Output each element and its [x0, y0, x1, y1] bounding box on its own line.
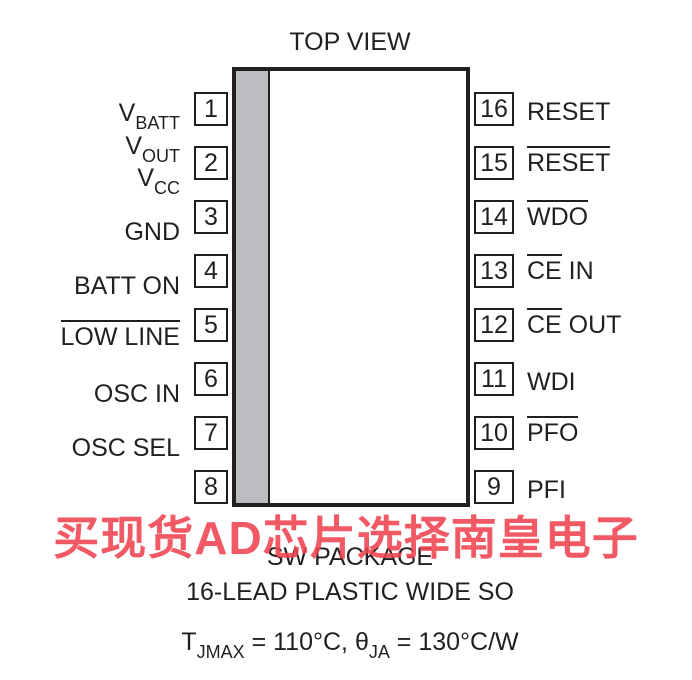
- pin-2-label-vcc: VCC: [137, 164, 180, 198]
- pin-16-label: RESET: [527, 98, 611, 126]
- pin-14-label: WDO: [527, 200, 589, 231]
- pin-6-box: 6: [194, 362, 228, 396]
- pin-2-box: 2: [194, 146, 228, 180]
- pin-15-box: 15: [474, 146, 514, 180]
- diagram-title: TOP VIEW: [289, 28, 411, 56]
- pin-9-label: PFI: [527, 476, 566, 504]
- pin-12-label: CE OUT: [527, 308, 621, 339]
- pin-1-box: 1: [194, 92, 228, 126]
- package-name: SW PACKAGE: [266, 543, 434, 571]
- pin-4-box: 4: [194, 254, 228, 288]
- package-description: 16-LEAD PLASTIC WIDE SO: [186, 578, 514, 606]
- pin-4-label: BATT ON: [73, 272, 180, 300]
- pin-13-box: 13: [474, 254, 514, 288]
- pin-8-box: 8: [194, 470, 228, 504]
- pin-10-label: PFO: [527, 416, 579, 447]
- pin1-indicator-stripe: [236, 71, 270, 503]
- pin-2-label-vout: VOUT: [125, 132, 180, 166]
- watermark-text: 买现货AD芯片选择南皇电子: [53, 512, 639, 564]
- pin-11-box: 11: [474, 362, 514, 396]
- pin-5-box: 5: [194, 308, 228, 342]
- pin-10-box: 10: [474, 416, 514, 450]
- ic-package-body: [232, 67, 470, 507]
- pin-13-label: CE IN: [527, 254, 594, 285]
- pin-5-label: LOW LINE: [60, 320, 180, 351]
- pin-3-label: GND: [124, 218, 180, 246]
- pin-1-label: VBATT: [118, 99, 180, 133]
- pin-6-label: OSC IN: [93, 380, 180, 408]
- pin-15-label: RESET: [527, 146, 611, 177]
- pin-7-label: OSC SEL: [71, 434, 180, 462]
- pin-9-box: 9: [474, 470, 514, 504]
- pin-11-label: WDI: [527, 368, 576, 396]
- pin-12-box: 12: [474, 308, 514, 342]
- thermal-spec: TJMAX = 110°C, θJA = 130°C/W: [181, 628, 519, 662]
- pin-7-box: 7: [194, 416, 228, 450]
- pin-14-box: 14: [474, 200, 514, 234]
- pin-16-box: 16: [474, 92, 514, 126]
- pin-3-box: 3: [194, 200, 228, 234]
